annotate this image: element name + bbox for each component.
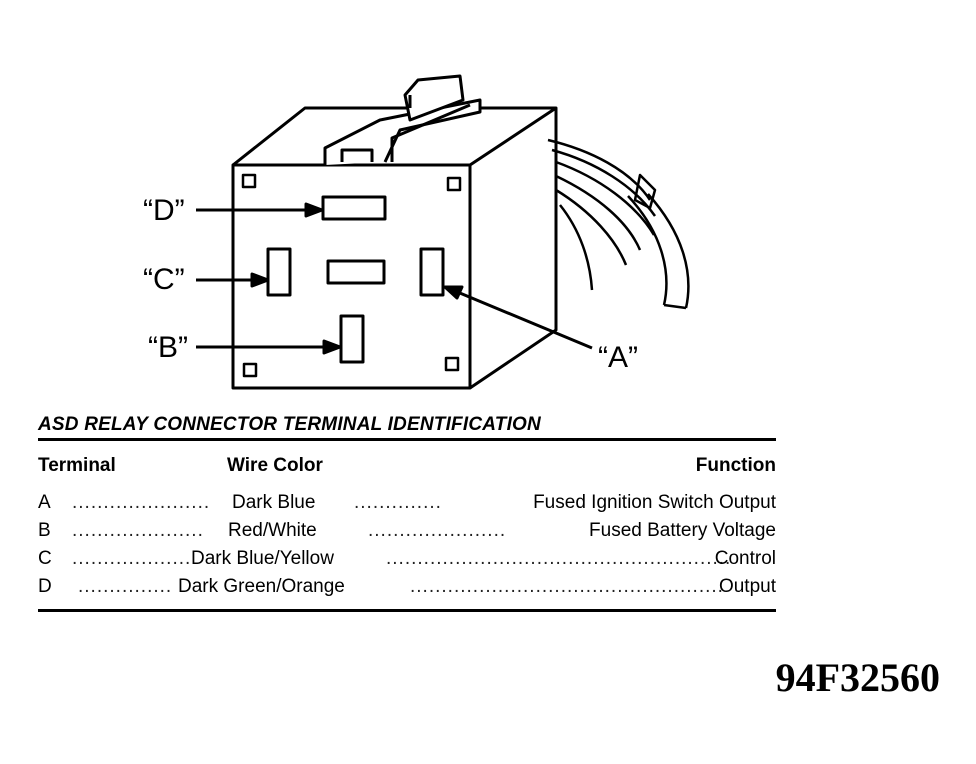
leader-dots: ..............: [354, 492, 442, 513]
wire-color-cell: Red/White: [228, 520, 317, 541]
terminal-cell: A: [38, 492, 51, 513]
terminal-a-cavity: [419, 247, 445, 297]
terminal-cell: C: [38, 548, 52, 569]
figure-id: 94F32560: [775, 655, 940, 700]
terminal-c-cavity: [266, 247, 292, 297]
leader-dots: ...............: [78, 576, 173, 597]
wire-bundle: [547, 138, 690, 310]
table-title: ASD RELAY CONNECTOR TERMINAL IDENTIFICAT…: [38, 414, 541, 435]
table-bottom-rule: [38, 609, 776, 612]
table-row: C ................... Dark Blue/Yellow .…: [38, 548, 776, 574]
header-function: Function: [695, 455, 776, 476]
function-cell: Fused Battery Voltage: [589, 520, 776, 541]
connector-body: [231, 74, 558, 390]
wire-color-cell: Dark Green/Orange: [178, 576, 345, 597]
leader-dots: ........................................…: [386, 548, 732, 569]
wire-color-cell: Dark Blue/Yellow: [191, 548, 334, 569]
leader-dots: ...................: [72, 548, 192, 569]
terminal-cell: B: [38, 520, 51, 541]
callout-c-label: “C”: [143, 263, 185, 296]
function-cell: Fused Ignition Switch Output: [533, 492, 776, 513]
leader-dots: ........................................…: [410, 576, 724, 597]
wire-color-cell: Dark Blue: [232, 492, 316, 513]
callout-d-label: “D”: [143, 194, 185, 227]
leader-dots: ......................: [368, 520, 507, 541]
leader-dots: ......................: [72, 492, 211, 513]
table-row: B ..................... Red/White ......…: [38, 520, 776, 546]
corner-holes: [241, 173, 462, 378]
table-top-rule: [38, 438, 776, 441]
terminal-b-cavity: [339, 314, 365, 364]
leader-dots: .....................: [72, 520, 204, 541]
header-wire-color: Wire Color: [227, 455, 323, 476]
callout-b-label: “B”: [148, 331, 188, 364]
terminal-d-cavity: [321, 195, 387, 221]
terminal-cell: D: [38, 576, 52, 597]
callout-a-label: “A”: [598, 341, 638, 374]
table-row: A ...................... Dark Blue .....…: [38, 492, 776, 518]
leader-arrows: [196, 202, 593, 355]
header-terminal: Terminal: [38, 455, 116, 476]
terminal-center-cavity: [326, 259, 386, 285]
function-cell: Output: [718, 576, 776, 597]
table-row: D ............... Dark Green/Orange ....…: [38, 576, 776, 602]
function-cell: Control: [714, 548, 776, 569]
